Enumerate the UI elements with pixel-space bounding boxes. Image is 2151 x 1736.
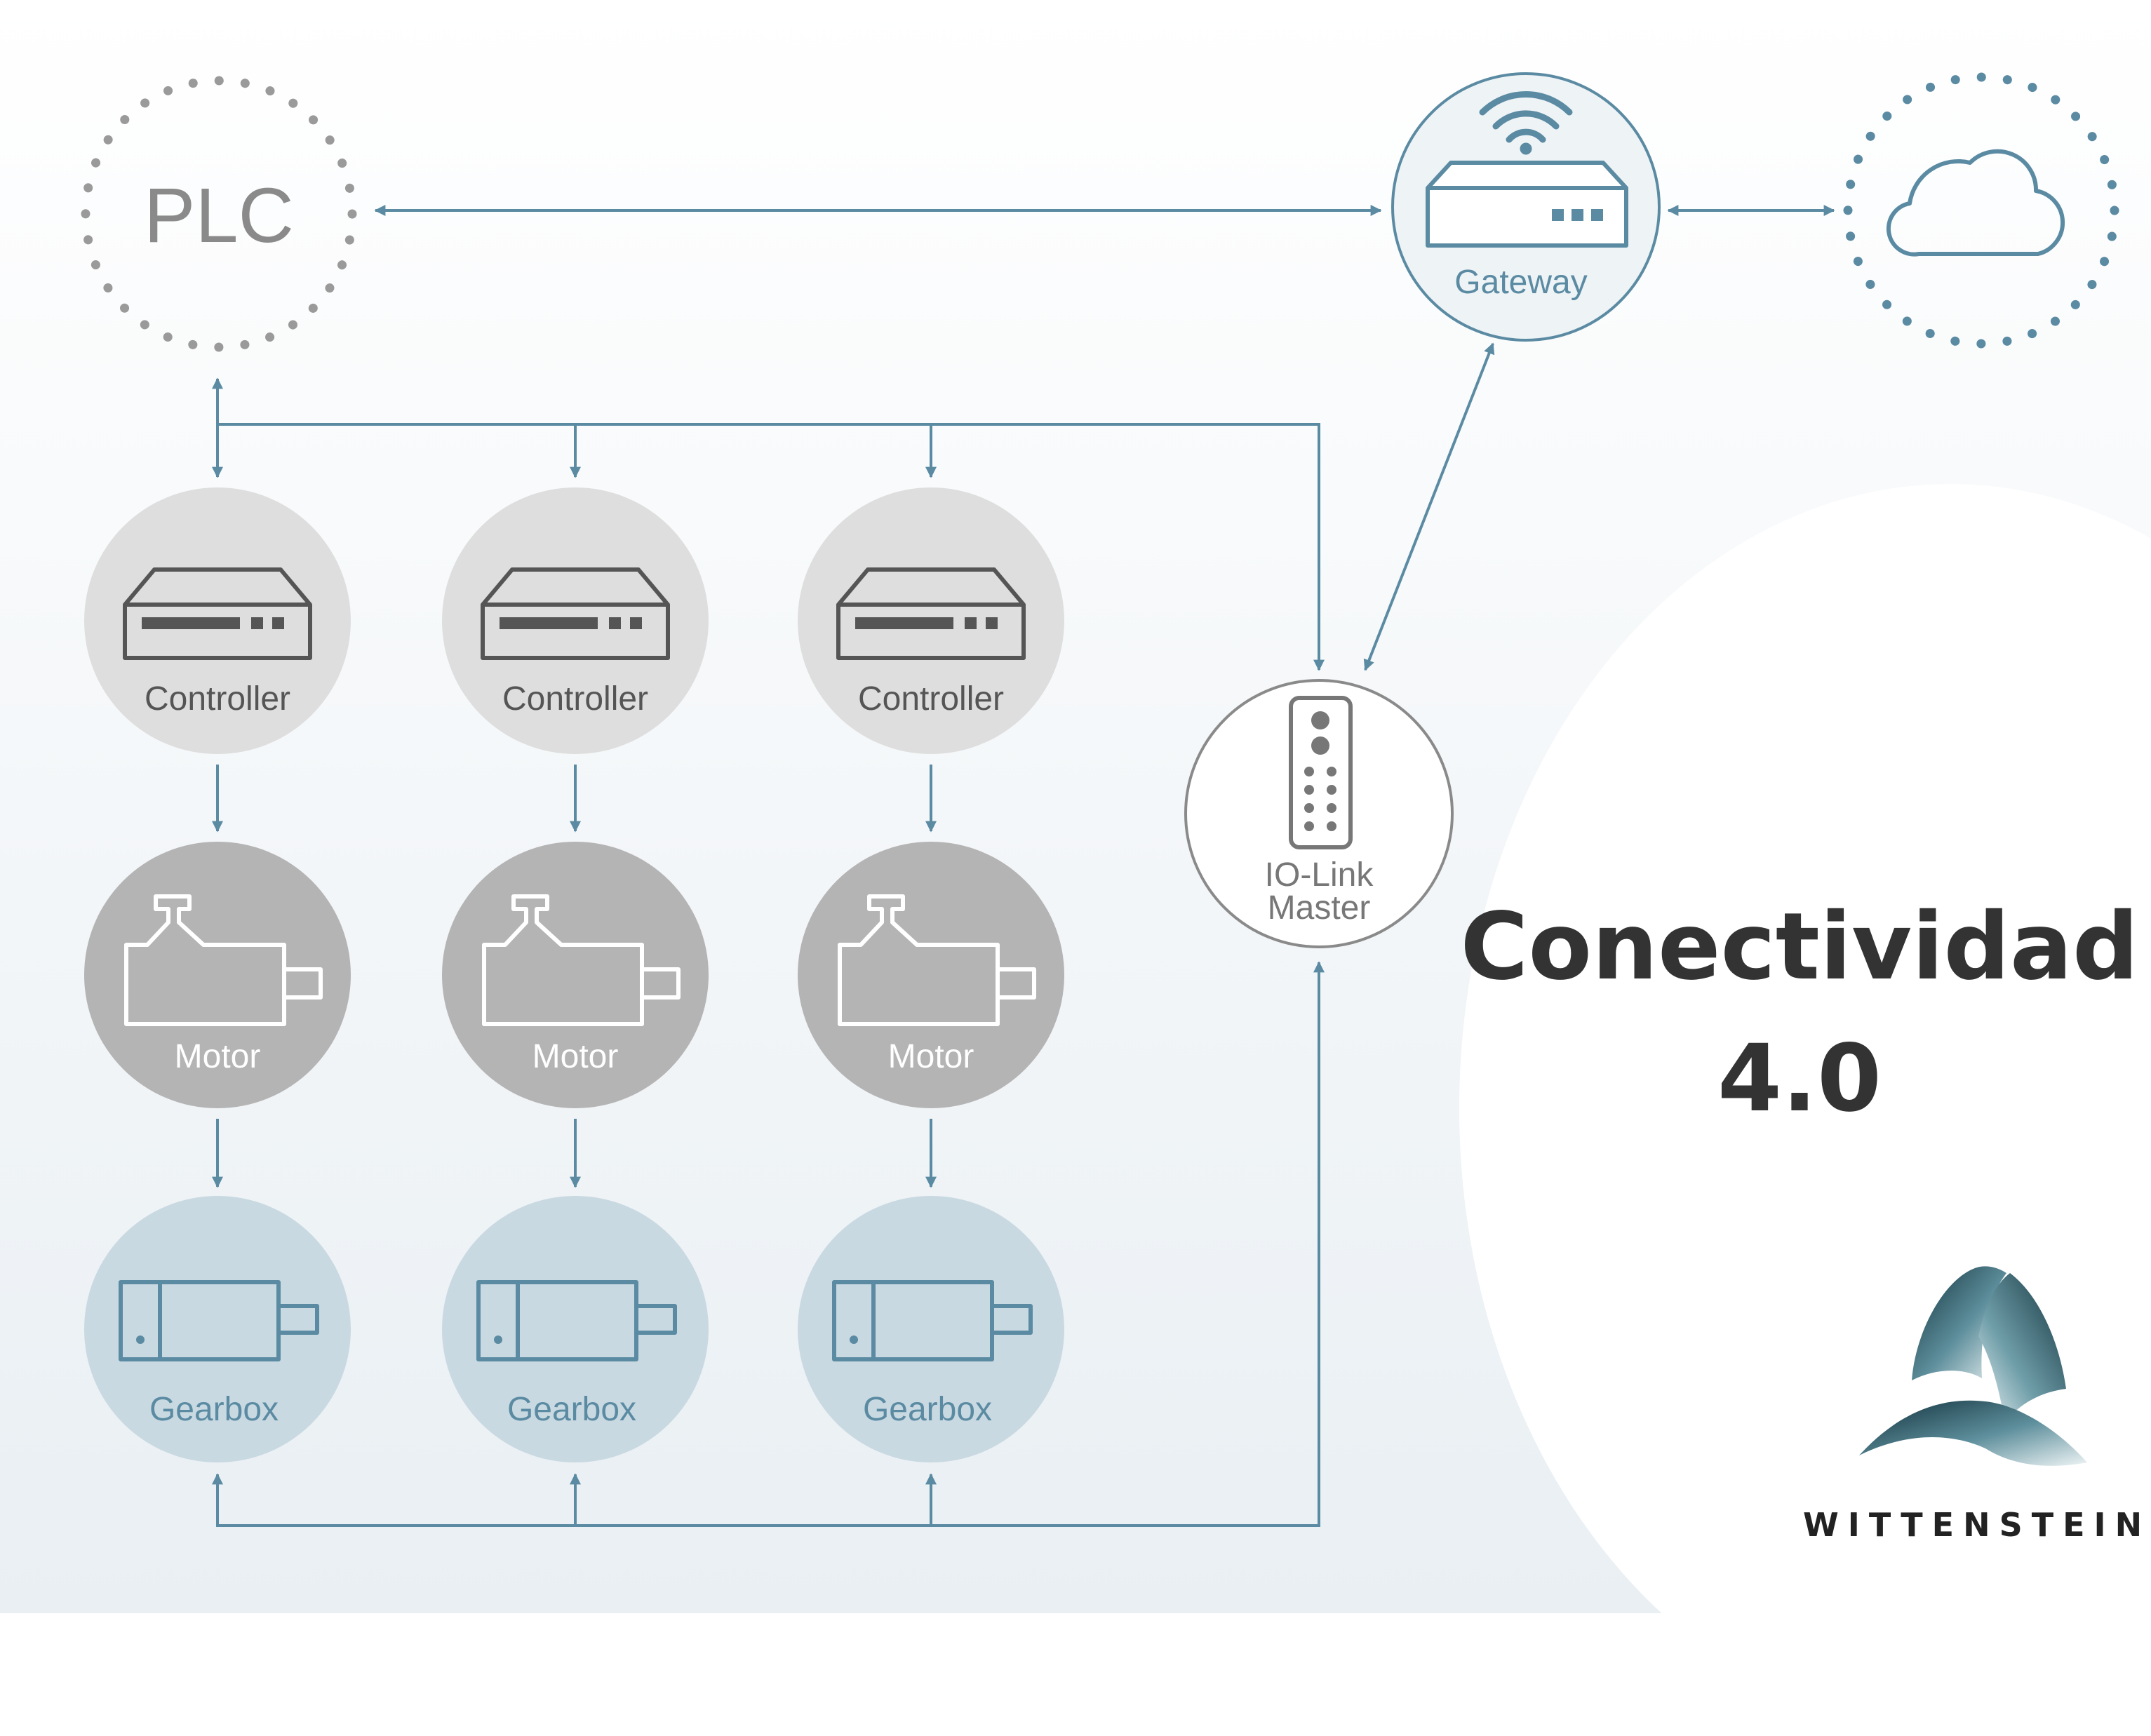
cloud-icon — [1886, 149, 2065, 257]
motor-node-3: Motor — [798, 842, 1064, 1108]
cloud-node — [1843, 72, 2119, 349]
gearbox-node-2: Gearbox — [442, 1196, 709, 1462]
gearbox-node-1: Gearbox — [84, 1196, 351, 1462]
iolink-master-label-line2: Master — [1268, 889, 1371, 927]
motor-icon — [124, 894, 323, 1026]
motor-circle — [442, 842, 709, 1108]
motor-circle — [84, 842, 351, 1108]
motor-label: Motor — [532, 1038, 619, 1075]
controller-icon — [481, 567, 670, 660]
iolink-master-circle — [1184, 679, 1454, 948]
fieldbus-line — [217, 423, 1325, 671]
controller-node-2: Controller — [442, 487, 709, 754]
gearbox-icon — [476, 1280, 677, 1361]
gearbox-label: Gearbox — [863, 1391, 992, 1428]
motor-label: Motor — [175, 1038, 261, 1075]
controller-icon — [836, 567, 1026, 660]
wifi-icon — [1479, 90, 1573, 155]
gearbox-node-3: Gearbox — [798, 1196, 1064, 1462]
gearbox-circle — [84, 1196, 351, 1462]
gearbox-icon — [119, 1280, 319, 1361]
motor-icon — [482, 894, 681, 1026]
title-line-1: Conectividad — [1461, 893, 2139, 1001]
motor-icon — [838, 894, 1036, 1026]
motor-label: Motor — [888, 1038, 974, 1075]
brand-name: WITTENSTEIN — [1803, 1506, 2151, 1544]
cloud-dotted-ring — [1843, 72, 2119, 349]
gateway-node: Gateway — [1391, 72, 1661, 342]
plc-label: PLC — [144, 173, 294, 259]
iolink-device-icon — [1289, 696, 1353, 849]
sensor-return-line — [212, 961, 1325, 1527]
title-line-2: 4.0 — [1717, 1025, 1882, 1133]
controller-icon — [123, 567, 312, 660]
controller-node-3: Controller — [798, 487, 1064, 754]
controller-node-1: Controller — [84, 487, 351, 754]
controller-label: Controller — [145, 680, 290, 718]
motor-circle — [798, 842, 1064, 1108]
plc-dotted-ring — [81, 76, 357, 352]
controller-label: Controller — [858, 680, 1004, 718]
gearbox-circle — [798, 1196, 1064, 1462]
gearbox-icon — [832, 1280, 1033, 1361]
plc-node: PLC — [81, 76, 357, 352]
connectors — [212, 205, 1835, 1527]
gateway-device-icon — [1426, 161, 1628, 248]
gearbox-label: Gearbox — [149, 1391, 279, 1428]
gearbox-circle — [442, 1196, 709, 1462]
iolink-master-label-line1: IO-Link — [1265, 856, 1374, 894]
gateway-label: Gateway — [1454, 264, 1587, 301]
iolink-gateway-link — [1363, 342, 1495, 671]
gearbox-label: Gearbox — [507, 1391, 636, 1428]
wittenstein-logo-icon — [1859, 1266, 2087, 1466]
controller-label: Controller — [502, 680, 648, 718]
iolink-master-node: IO-Link Master — [1184, 679, 1454, 948]
motor-node-1: Motor — [84, 842, 351, 1108]
motor-node-2: Motor — [442, 842, 709, 1108]
